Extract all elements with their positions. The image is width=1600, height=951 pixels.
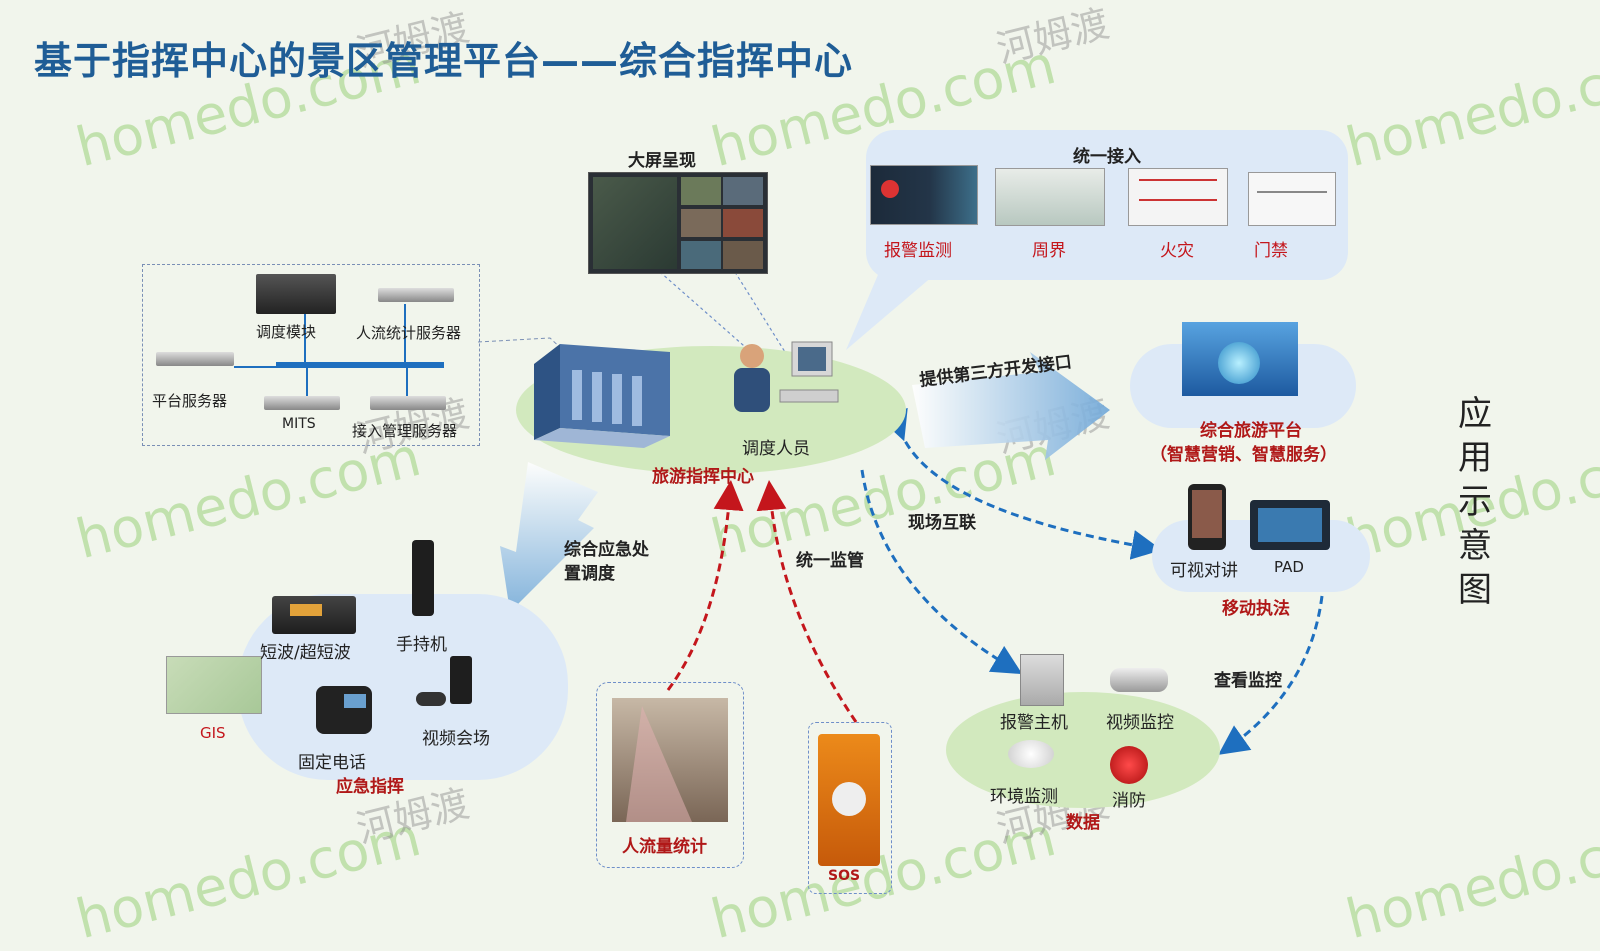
unified-supervision-label: 统一监管 (796, 551, 864, 571)
sos-label: SOS (828, 868, 861, 884)
people-flow-server-label: 人流统计服务器 (356, 324, 462, 342)
access-mgmt-server-icon (370, 396, 446, 410)
onsite-interconnect-label: 现场互联 (908, 513, 976, 533)
operator-label: 调度人员 (742, 439, 810, 459)
unified-access-title: 统一接入 (1073, 147, 1141, 167)
handheld-radio-icon (412, 540, 434, 616)
people-count-label: 人流量统计 (622, 837, 707, 857)
video-conference-label: 视频会场 (422, 729, 490, 749)
emergency-command-label: 应急指挥 (336, 777, 404, 797)
pad-label: PAD (1274, 558, 1304, 576)
desk-phone-icon (316, 686, 372, 734)
platform-server-icon (156, 352, 234, 366)
operator-icon (734, 341, 839, 412)
people-flow-server-icon (378, 288, 454, 302)
government-building-icon (534, 344, 670, 448)
access-item-perimeter: 周界 (1032, 241, 1066, 261)
access-control-thumbnail (1248, 172, 1336, 226)
video-monitor-label: 视频监控 (1106, 713, 1174, 733)
server-cluster (142, 264, 480, 446)
fixed-phone-label: 固定电话 (298, 753, 366, 773)
bubble-tail (846, 270, 940, 350)
page-title: 基于指挥中心的景区管理平台——综合指挥中心 (34, 39, 854, 83)
fire-thumbnail (1128, 168, 1228, 226)
people-count-panel (596, 682, 744, 868)
side-title-char: 应 (1458, 394, 1492, 434)
dispatch-module-server-icon (256, 274, 336, 314)
mits-server-icon (264, 396, 340, 410)
side-title-char: 用 (1458, 438, 1492, 478)
video-wall (588, 172, 768, 274)
side-title: 应 用 示 意 图 (1455, 392, 1495, 612)
alarm-monitor-thumbnail (870, 165, 978, 225)
access-item-door: 门禁 (1254, 241, 1288, 261)
view-monitoring-label: 查看监控 (1214, 671, 1282, 691)
data-label: 数据 (1066, 813, 1100, 833)
tourism-platform-name: 综合旅游平台 (1200, 421, 1302, 441)
video-camera-icon (1110, 668, 1168, 692)
emergency-dispatch-label: 综合应急处置调度 (564, 540, 649, 584)
fire-bell-icon (1110, 746, 1148, 784)
tourism-platform-sub: （智慧营销、智慧服务） (1150, 445, 1337, 465)
pad-icon (1250, 500, 1330, 550)
side-title-char: 示 (1458, 482, 1492, 522)
shortwave-radio-icon (272, 596, 356, 634)
alarm-host-label: 报警主机 (1000, 713, 1068, 733)
video-conference-icon (450, 656, 472, 704)
fire-label: 消防 (1112, 791, 1146, 811)
tourism-platform-image (1182, 322, 1298, 396)
access-item-alarm: 报警监测 (884, 241, 952, 261)
sos-callbox-icon (818, 734, 880, 866)
people-count-camera-image (612, 698, 728, 822)
platform-server-label: 平台服务器 (152, 392, 228, 410)
handheld-label: 手持机 (396, 635, 447, 655)
gis-label: GIS (200, 724, 226, 742)
network-bus (276, 362, 444, 368)
mits-label: MITS (282, 416, 316, 432)
alarm-host-icon (1020, 654, 1064, 706)
access-item-fire: 火灾 (1160, 241, 1194, 261)
video-intercom-label: 可视对讲 (1170, 561, 1238, 581)
access-mgmt-server-label: 接入管理服务器 (352, 422, 458, 440)
side-title-char: 图 (1458, 570, 1492, 610)
shortwave-label: 短波/超短波 (260, 643, 351, 663)
command-center-label: 旅游指挥中心 (652, 467, 754, 487)
mobile-enforcement-label: 移动执法 (1222, 599, 1290, 619)
env-monitor-label: 环境监测 (990, 787, 1058, 807)
connector-layer (477, 271, 1324, 755)
sos-panel (808, 722, 892, 894)
gis-map-icon (166, 656, 262, 714)
phone-icon (1188, 484, 1226, 550)
side-title-char: 意 (1458, 526, 1492, 566)
big-screen-label: 大屏呈现 (628, 151, 696, 171)
smoke-detector-icon (1008, 740, 1054, 768)
perimeter-thumbnail (995, 168, 1105, 226)
data-devices-zone (946, 692, 1220, 808)
dispatch-module-label: 调度模块 (256, 323, 317, 341)
